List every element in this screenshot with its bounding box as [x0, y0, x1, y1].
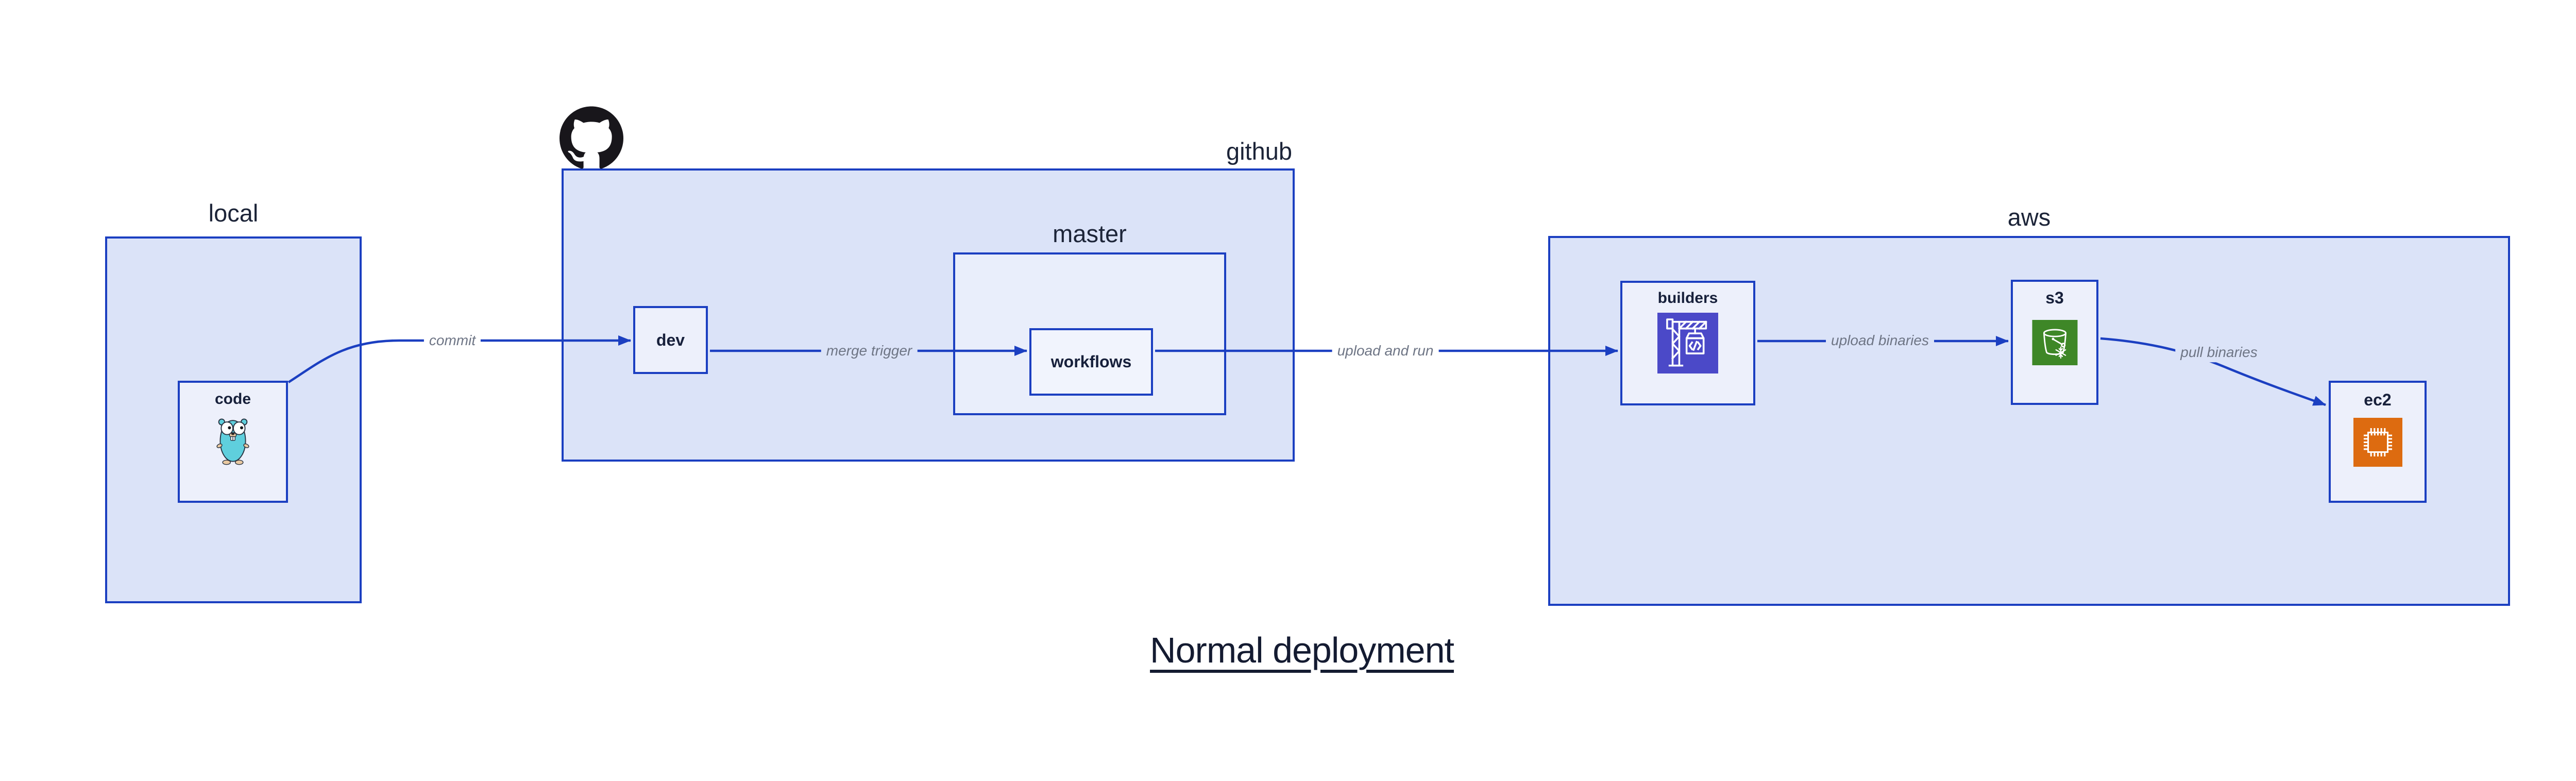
- diagram-title: Normal deployment: [1150, 630, 1454, 670]
- node-ec2-label: ec2: [2364, 390, 2392, 409]
- github-logo-icon: [560, 106, 623, 169]
- group-local-label: local: [208, 199, 259, 227]
- node-ec2: ec2: [2329, 381, 2427, 503]
- edge-label-pull-binaries: pull binaries: [2175, 343, 2263, 362]
- edge-label-upload-and-run: upload and run: [1332, 341, 1439, 361]
- ec2-chip-icon: [2353, 418, 2402, 467]
- edge-label-commit: commit: [423, 331, 481, 350]
- group-aws-label: aws: [2007, 203, 2051, 231]
- node-s3-label: s3: [2045, 288, 2064, 307]
- node-code: code: [178, 381, 288, 503]
- s3-bucket-icon: [2032, 320, 2077, 366]
- codebuild-crane-icon: [1657, 313, 1718, 373]
- node-workflows: workflows: [1029, 328, 1153, 396]
- group-master-label: master: [1053, 220, 1127, 247]
- node-builders: builders: [1620, 281, 1755, 405]
- group-github-label: github: [1226, 138, 1292, 165]
- edge-label-upload-binaries: upload binaries: [1826, 331, 1934, 350]
- node-workflows-label: workflows: [1050, 352, 1132, 371]
- node-builders-label: builders: [1657, 290, 1718, 307]
- go-gopher-icon: [216, 418, 249, 465]
- node-dev: dev: [633, 306, 708, 374]
- node-dev-label: dev: [656, 330, 685, 349]
- edge-label-merge-trigger: merge trigger: [821, 341, 918, 361]
- node-s3: s3: [2011, 280, 2098, 405]
- node-code-label: code: [214, 390, 251, 408]
